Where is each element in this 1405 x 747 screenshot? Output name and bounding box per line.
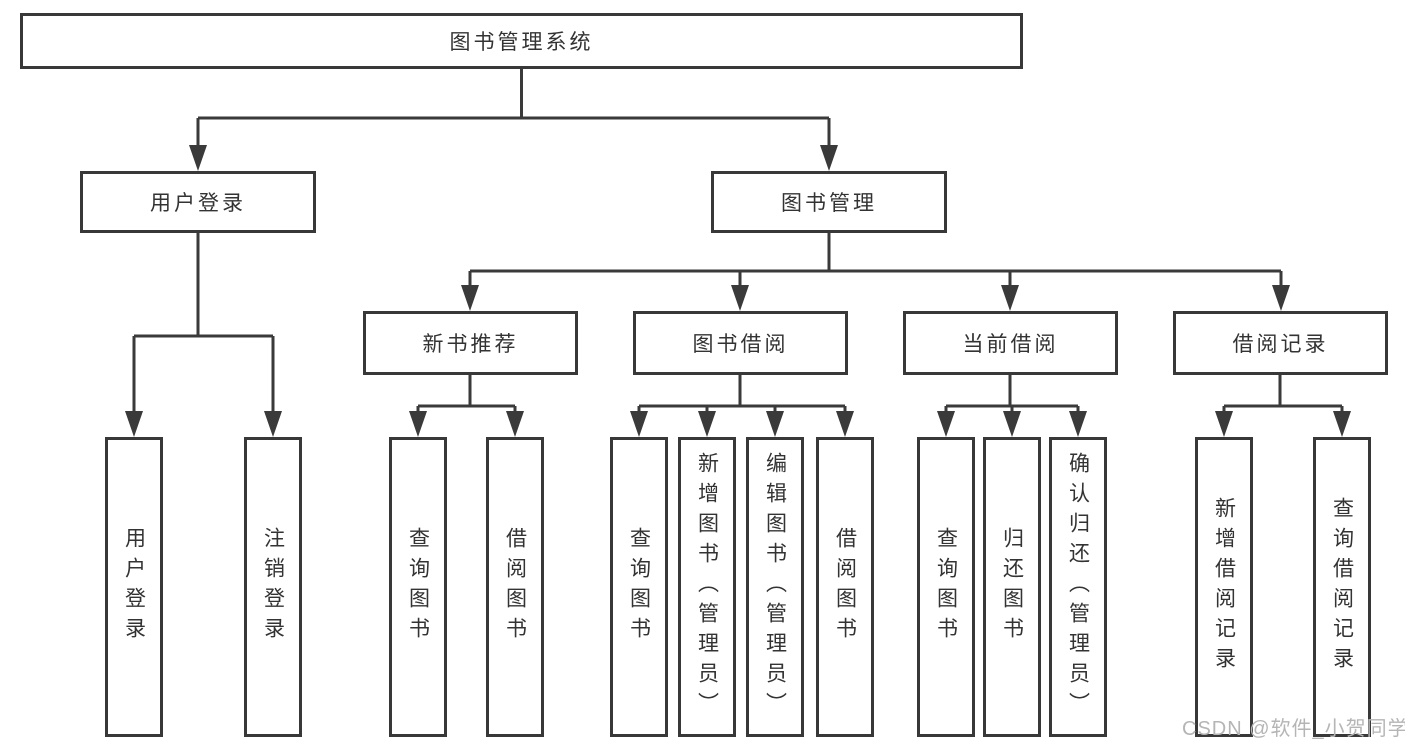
node-book-management-label: 图书管理	[781, 192, 877, 215]
leaf-query-books-recommend: 查询图书	[389, 437, 447, 737]
leaf-user-login-label: 用户登录	[122, 527, 146, 647]
node-root: 图书管理系统	[20, 13, 1023, 69]
leaf-borrow-books-recommend: 借阅图书	[486, 437, 544, 737]
leaf-logout: 注销登录	[244, 437, 302, 737]
leaf-add-borrow-record-label: 新增借阅记录	[1212, 497, 1236, 677]
node-user-login-label: 用户登录	[150, 192, 246, 215]
leaf-user-login: 用户登录	[105, 437, 163, 737]
leaf-query-borrow-record-label: 查询借阅记录	[1330, 497, 1354, 677]
node-root-label: 图书管理系统	[449, 31, 594, 54]
arrowheads	[125, 145, 1351, 437]
leaf-borrow-books-label: 借阅图书	[833, 527, 857, 647]
leaf-edit-books-admin-label: 编辑图书（管理员）	[763, 452, 787, 722]
node-borrow-records: 借阅记录	[1173, 311, 1388, 375]
node-book-borrow: 图书借阅	[633, 311, 848, 375]
leaf-add-books-admin-label: 新增图书（管理员）	[695, 452, 719, 722]
node-book-management: 图书管理	[711, 171, 947, 233]
node-current-borrow-label: 当前借阅	[962, 333, 1059, 356]
node-book-borrow-label: 图书借阅	[692, 333, 789, 356]
node-new-book-recommend-label: 新书推荐	[422, 333, 519, 356]
node-current-borrow: 当前借阅	[903, 311, 1118, 375]
leaf-confirm-return-admin-label: 确认归还（管理员）	[1066, 452, 1090, 722]
leaf-borrow-books-recommend-label: 借阅图书	[503, 527, 527, 647]
leaf-logout-label: 注销登录	[261, 527, 285, 647]
leaf-query-books-borrow-label: 查询图书	[627, 527, 651, 647]
leaf-borrow-books: 借阅图书	[816, 437, 874, 737]
leaf-query-books-current-label: 查询图书	[934, 527, 958, 647]
leaf-add-books-admin: 新增图书（管理员）	[678, 437, 736, 737]
leaf-return-books: 归还图书	[983, 437, 1041, 737]
node-borrow-records-label: 借阅记录	[1232, 333, 1329, 356]
node-new-book-recommend: 新书推荐	[363, 311, 578, 375]
leaf-add-borrow-record: 新增借阅记录	[1195, 437, 1253, 737]
leaf-edit-books-admin: 编辑图书（管理员）	[746, 437, 804, 737]
leaf-query-books-current: 查询图书	[917, 437, 975, 737]
csdn-watermark: CSDN @软件_小贺同学	[1182, 718, 1405, 740]
leaf-query-books-borrow: 查询图书	[610, 437, 668, 737]
leaf-confirm-return-admin: 确认归还（管理员）	[1049, 437, 1107, 737]
node-user-login: 用户登录	[80, 171, 316, 233]
leaf-query-books-recommend-label: 查询图书	[406, 527, 430, 647]
leaf-query-borrow-record: 查询借阅记录	[1313, 437, 1371, 737]
leaf-return-books-label: 归还图书	[1000, 527, 1024, 647]
